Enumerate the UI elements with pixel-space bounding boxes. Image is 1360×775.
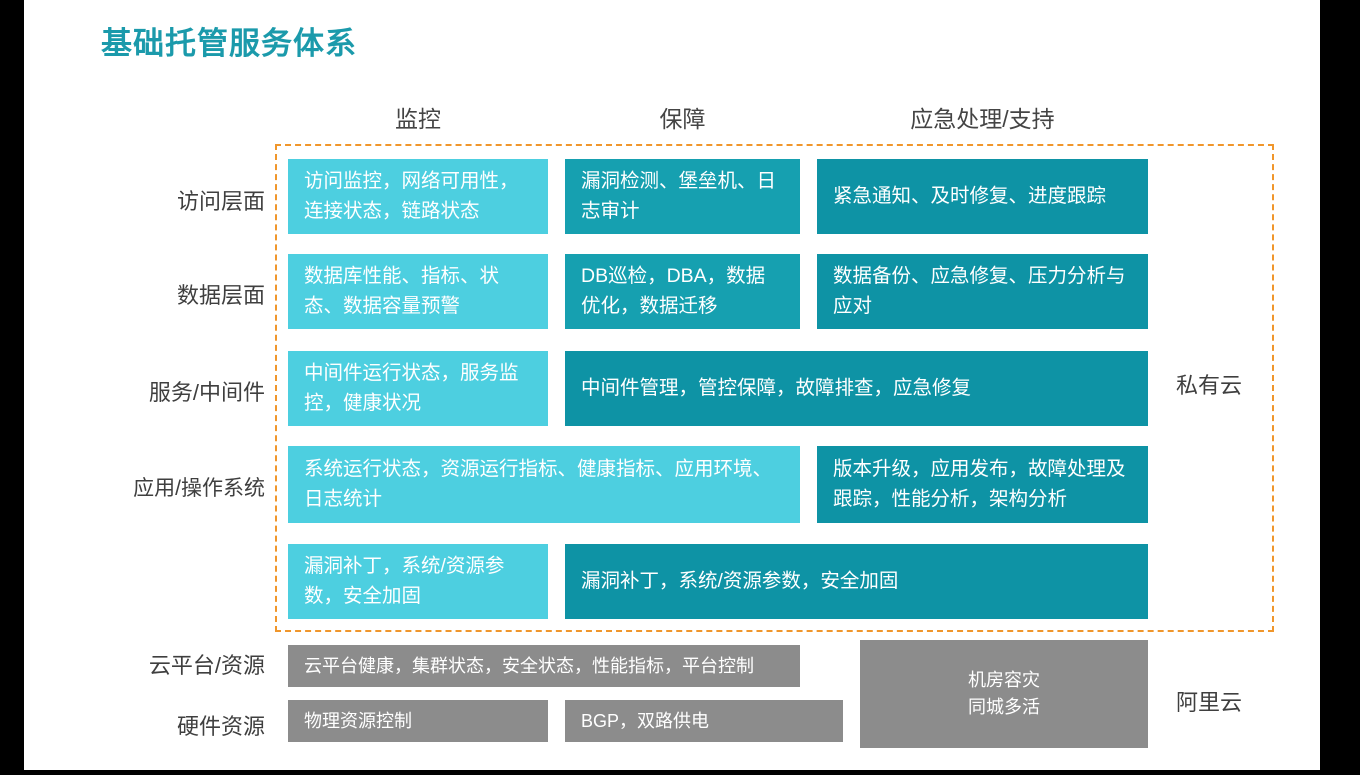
cell-bgp-power[interactable]: BGP，双路供电 — [565, 700, 843, 742]
page-title: 基础托管服务体系 — [101, 26, 357, 61]
cell-access-assurance[interactable]: 漏洞检测、堡垒机、日志审计 — [565, 159, 800, 234]
cell-text: 中间件管理，管控保障，故障排查，应急修复 — [581, 376, 972, 399]
row-label-hardware: 硬件资源 — [176, 714, 265, 739]
cell-data-emergency[interactable]: 数据备份、应急修复、压力分析与应对 — [817, 254, 1148, 329]
cell-text: 系统运行状态，资源运行指标、健康指标、应用环境、日志统计 — [304, 458, 773, 510]
cell-text: 访问监控，网络可用性，连接状态，链路状态 — [304, 170, 519, 222]
cell-patch-assurance-emergency[interactable]: 漏洞补丁，系统/资源参数，安全加固 — [565, 544, 1148, 619]
row-label-service-middleware: 服务/中间件 — [148, 380, 265, 405]
cell-datacenter-dr[interactable]: 机房容灾 同城多活 — [860, 640, 1148, 748]
cell-physical-resource-control[interactable]: 物理资源控制 — [288, 700, 548, 742]
cell-text: 物理资源控制 — [304, 710, 412, 731]
cell-app-os-monitoring-assurance[interactable]: 系统运行状态，资源运行指标、健康指标、应用环境、日志统计 — [288, 446, 800, 523]
cell-text: 漏洞检测、堡垒机、日志审计 — [581, 170, 777, 222]
cell-text: 云平台健康，集群状态，安全状态，性能指标，平台控制 — [304, 655, 754, 676]
cell-text-line-1: 机房容灾 — [968, 670, 1040, 690]
row-label-app-os: 应用/操作系统 — [133, 477, 265, 500]
cell-text: 中间件运行状态，服务监控，健康状况 — [304, 362, 519, 414]
cell-access-monitoring[interactable]: 访问监控，网络可用性，连接状态，链路状态 — [288, 159, 548, 234]
cell-middleware-monitoring[interactable]: 中间件运行状态，服务监控，健康状况 — [288, 351, 548, 426]
cell-text: 版本升级，应用发布，故障处理及跟踪，性能分析，架构分析 — [833, 458, 1126, 510]
column-header-monitoring: 监控 — [395, 106, 441, 132]
cell-middleware-assurance-emergency[interactable]: 中间件管理，管控保障，故障排查，应急修复 — [565, 351, 1148, 426]
cell-text: 漏洞补丁，系统/资源参数，安全加固 — [304, 555, 505, 607]
cell-text-line-2: 同城多活 — [968, 697, 1040, 717]
cell-text: 数据库性能、指标、状态、数据容量预警 — [304, 265, 500, 317]
column-header-emergency-support: 应急处理/支持 — [910, 106, 1055, 132]
row-label-cloud-platform: 云平台/资源 — [148, 653, 265, 678]
bottom-letterbox-band — [0, 770, 1360, 775]
cell-text: BGP，双路供电 — [581, 710, 710, 731]
column-header-assurance: 保障 — [659, 106, 706, 132]
cell-app-os-emergency[interactable]: 版本升级，应用发布，故障处理及跟踪，性能分析，架构分析 — [817, 446, 1148, 523]
side-label-aliyun: 阿里云 — [1176, 690, 1243, 715]
cell-text: 紧急通知、及时修复、进度跟踪 — [833, 184, 1107, 207]
cell-data-monitoring[interactable]: 数据库性能、指标、状态、数据容量预警 — [288, 254, 548, 329]
row-label-access-layer: 访问层面 — [176, 189, 265, 214]
cell-access-emergency[interactable]: 紧急通知、及时修复、进度跟踪 — [817, 159, 1148, 234]
private-cloud-dashed-boundary — [275, 144, 1274, 632]
cell-text: DB巡检，DBA，数据优化，数据迁移 — [581, 265, 766, 317]
cell-data-assurance[interactable]: DB巡检，DBA，数据优化，数据迁移 — [565, 254, 800, 329]
row-label-data-layer: 数据层面 — [176, 283, 265, 308]
cell-text: 数据备份、应急修复、压力分析与应对 — [833, 265, 1126, 317]
side-label-private-cloud: 私有云 — [1176, 373, 1243, 398]
cell-cloud-platform-health[interactable]: 云平台健康，集群状态，安全状态，性能指标，平台控制 — [288, 645, 800, 687]
cell-patch-monitoring[interactable]: 漏洞补丁，系统/资源参数，安全加固 — [288, 544, 548, 619]
cell-text: 漏洞补丁，系统/资源参数，安全加固 — [581, 569, 899, 592]
